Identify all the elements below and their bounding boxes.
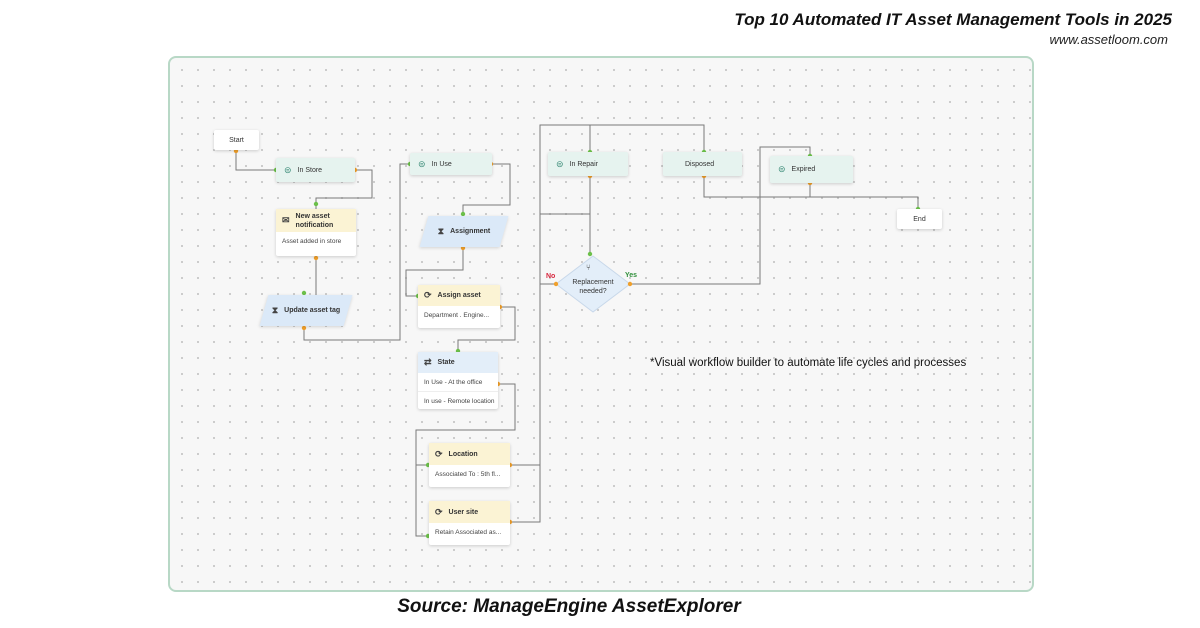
notification-row: Asset added in store <box>282 237 342 245</box>
user-site-row: Retain Associated as... <box>435 528 502 536</box>
assignment-label: Assignment <box>450 228 491 235</box>
assign-asset-row: Department . Engine... <box>424 311 490 319</box>
in-store-label: In Store <box>297 166 323 174</box>
state-title: State <box>437 359 455 366</box>
status-icon: ⊜ <box>284 164 292 175</box>
location-title: Location <box>448 450 478 458</box>
refresh-icon: ⟳ <box>424 290 432 300</box>
feature-note: *Visual workflow builder to automate lif… <box>650 357 967 369</box>
decision-no-label: No <box>546 273 556 280</box>
update-asset-tag-label: Update asset tag <box>284 307 341 314</box>
assign-asset-title: Assign asset <box>437 292 481 299</box>
in-use-node[interactable]: ⊜ In Use <box>410 153 492 175</box>
location-row: Associated To : 5th fl... <box>435 470 501 478</box>
refresh-icon: ⟳ <box>435 448 443 459</box>
hourglass-icon: ⧗ <box>271 305 279 315</box>
swap-arrows-icon: ⇄ <box>424 357 432 367</box>
update-asset-tag-node[interactable]: ⧗ Update asset tag <box>259 295 353 326</box>
user-site-title: User site <box>448 508 479 516</box>
end-label: End <box>913 215 926 223</box>
status-icon: ⊜ <box>778 164 786 174</box>
envelope-icon: ✉ <box>282 215 290 225</box>
state-row-office: In Use - At the office <box>424 378 483 386</box>
status-icon: ⊜ <box>418 158 426 169</box>
expired-label: Expired <box>791 166 816 173</box>
source-caption: Source: ManageEngine AssetExplorer <box>397 596 741 617</box>
user-site-node[interactable]: ⟳ User site Retain Associated as... <box>429 501 510 545</box>
notification-title: New asset notification <box>295 212 334 229</box>
in-use-label: In Use <box>431 160 452 168</box>
state-row-remote: In use - Remote location <box>418 391 498 410</box>
state-node[interactable]: ⇄ State In Use - At the office In use - … <box>418 352 498 409</box>
decision-label[interactable]: Replacement needed? <box>572 279 614 295</box>
hourglass-icon: ⧗ <box>437 226 445 236</box>
start-node[interactable]: Start <box>214 130 259 150</box>
header-url: www.assetloom.com <box>1049 32 1168 47</box>
decision-yes-label: Yes <box>625 272 638 279</box>
start-label: Start <box>229 136 244 144</box>
status-icon: ⊜ <box>556 158 564 169</box>
branch-icon: ⑂ <box>586 263 591 272</box>
header-title: Top 10 Automated IT Asset Management Too… <box>734 10 1172 29</box>
disposed-label: Disposed <box>685 160 715 168</box>
expired-node[interactable]: ⊜ Expired <box>770 156 853 183</box>
end-node[interactable]: End <box>897 209 942 229</box>
disposed-node[interactable]: Disposed <box>663 152 742 176</box>
assignment-node[interactable]: ⧗ Assignment <box>419 216 509 247</box>
refresh-icon: ⟳ <box>435 506 443 517</box>
new-asset-notification-node[interactable]: ✉ New asset notification Asset added in … <box>276 209 356 256</box>
in-repair-node[interactable]: ⊜ In Repair <box>548 152 628 176</box>
assign-asset-node[interactable]: ⟳ Assign asset Department . Engine... <box>418 285 500 328</box>
location-node[interactable]: ⟳ Location Associated To : 5th fl... <box>429 443 510 487</box>
in-repair-label: In Repair <box>569 160 598 168</box>
in-store-node[interactable]: ⊜ In Store <box>276 158 355 182</box>
